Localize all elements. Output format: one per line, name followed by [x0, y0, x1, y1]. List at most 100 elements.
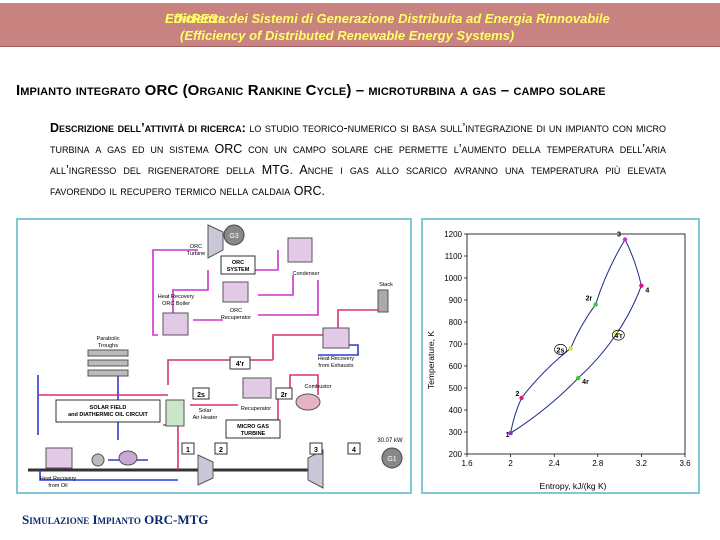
y-tick-label: 800 [449, 318, 463, 327]
point-4 [639, 283, 644, 288]
point-label: 4r [582, 379, 589, 386]
cycle-curve-2s-2r [570, 304, 597, 349]
point-label: 4 [645, 288, 649, 295]
mgt-turbine [307, 449, 324, 489]
orc-recuperator-label-1: ORC [230, 308, 242, 314]
hr-exhausts [322, 327, 350, 349]
point-2s-box [192, 387, 210, 400]
cycle-curve-3-4 [624, 239, 642, 286]
point-4pr [614, 331, 619, 337]
cycle-curve-4r-1 [510, 377, 579, 434]
parabolic-troughs-label-1: Parabolic [97, 336, 120, 342]
chart-y-axis-label: Temperature, K [426, 331, 436, 389]
parabolic-troughs-label-2: Troughs [98, 343, 118, 349]
hr-oil-label-1: Heat Recovery [40, 476, 77, 482]
point-circle [611, 329, 625, 341]
point-2r [593, 302, 598, 307]
oil-tank [118, 450, 138, 466]
y-tick-label: 900 [449, 296, 463, 305]
y-tick-label: 600 [449, 362, 463, 371]
point-label: 2r [586, 295, 593, 302]
point-2-label: 2 [219, 447, 223, 454]
point-2s [568, 346, 573, 351]
header-banner: EDitRESs: Efficienza dei Sistemi di Gene… [0, 3, 720, 47]
point-label: 4'r [614, 333, 623, 340]
point-3-box [309, 442, 323, 455]
x-tick-label: 2.4 [549, 459, 561, 468]
hr-exhausts-label-1: Heat Recovery [318, 356, 355, 362]
x-tick-label: 2 [508, 459, 513, 468]
condenser [287, 237, 313, 263]
parabolic-troughs [87, 349, 129, 377]
point-4-box [347, 442, 361, 455]
footer-caption: Simulazione Impianto ORC-MTG [22, 512, 209, 527]
point-label: 2s [557, 347, 565, 354]
orc-system-label-2: SYSTEM [227, 267, 250, 273]
g1-label: G1 [387, 456, 396, 463]
hr-orc-boiler-label-2: ORC Boiler [162, 301, 190, 307]
solar-field-label-2: and DIATHERMIC OIL CIRCUIT [68, 412, 148, 418]
ts-chart: 1.6 2 2.4 2.8 3.2 3.6 200 300 400 500 600 700 800 900… [421, 218, 700, 494]
recuperator-label: Recuperator [241, 406, 271, 412]
y-tick-label: 300 [449, 428, 463, 437]
ts-chart-svg: 1.6 2 2.4 2.8 3.2 3.6 200 300 400 500 600 700 800 900… [426, 230, 691, 491]
orc-system-label-1: ORC [232, 260, 244, 266]
slide-title: Impianto integrato ORC (Organic Rankine … [16, 82, 606, 99]
cycle-curve-1-2 [510, 397, 522, 434]
point-label: 2 [516, 391, 520, 398]
point-2-box [214, 442, 228, 455]
point-label: 1 [506, 432, 510, 439]
hr-oil-label-2: from Oil [48, 483, 67, 489]
y-tick-label: 1000 [444, 274, 462, 283]
point-circle [554, 344, 567, 355]
orc-recuperator-label-2: Recuperator [221, 315, 251, 321]
y-tick-label: 700 [449, 340, 463, 349]
mgt-box [225, 419, 281, 439]
point-4r-label: 4'r [236, 361, 245, 368]
point-3-label: 3 [314, 447, 318, 454]
condenser-label: Condenser [293, 271, 320, 277]
orc-system-box [220, 255, 256, 275]
cycle-curve-2r-3 [595, 239, 626, 305]
mgt-compressor [197, 454, 214, 486]
solar-field-label-1: SOLAR FIELD [90, 405, 127, 411]
y-tick-label: 400 [449, 406, 463, 415]
point-2r-label: 2r [281, 392, 288, 399]
orc-turbine [207, 224, 224, 259]
y-tick-label: 200 [449, 450, 463, 459]
point-1-label: 1 [186, 447, 190, 454]
description-label: Descrizione dell’attività di ricerca: [50, 121, 246, 135]
chart-x-axis-label: Entropy, kJ/(kg K) [540, 481, 607, 491]
oil-pump [91, 453, 105, 467]
hr-orc-boiler-label-1: Heat Recovery [158, 294, 195, 300]
point-1 [508, 430, 513, 436]
stack-label: Stack [379, 282, 393, 288]
hr-oil [45, 447, 73, 469]
description-text: lo studio teorico-numerico si basa sull’… [50, 121, 666, 198]
research-description: Descrizione dell’attività di ricerca: lo… [50, 118, 666, 202]
mgt-label-2: TURBINE [241, 431, 266, 437]
x-tick-label: 1.6 [461, 459, 473, 468]
project-title-it: Efficienza dei Sistemi di Generazione Di… [165, 11, 610, 26]
point-label: 3 [617, 232, 621, 239]
chart-plot-frame [466, 233, 686, 455]
hr-orc-boiler [162, 312, 189, 336]
x-tick-label: 3.2 [636, 459, 648, 468]
y-tick-label: 500 [449, 384, 463, 393]
x-tick-label: 2.8 [592, 459, 604, 468]
x-tick-label: 3.6 [679, 459, 691, 468]
solar-air-heater [165, 399, 185, 427]
combustor-label: Combustor [305, 384, 332, 390]
recuperator [242, 377, 272, 399]
